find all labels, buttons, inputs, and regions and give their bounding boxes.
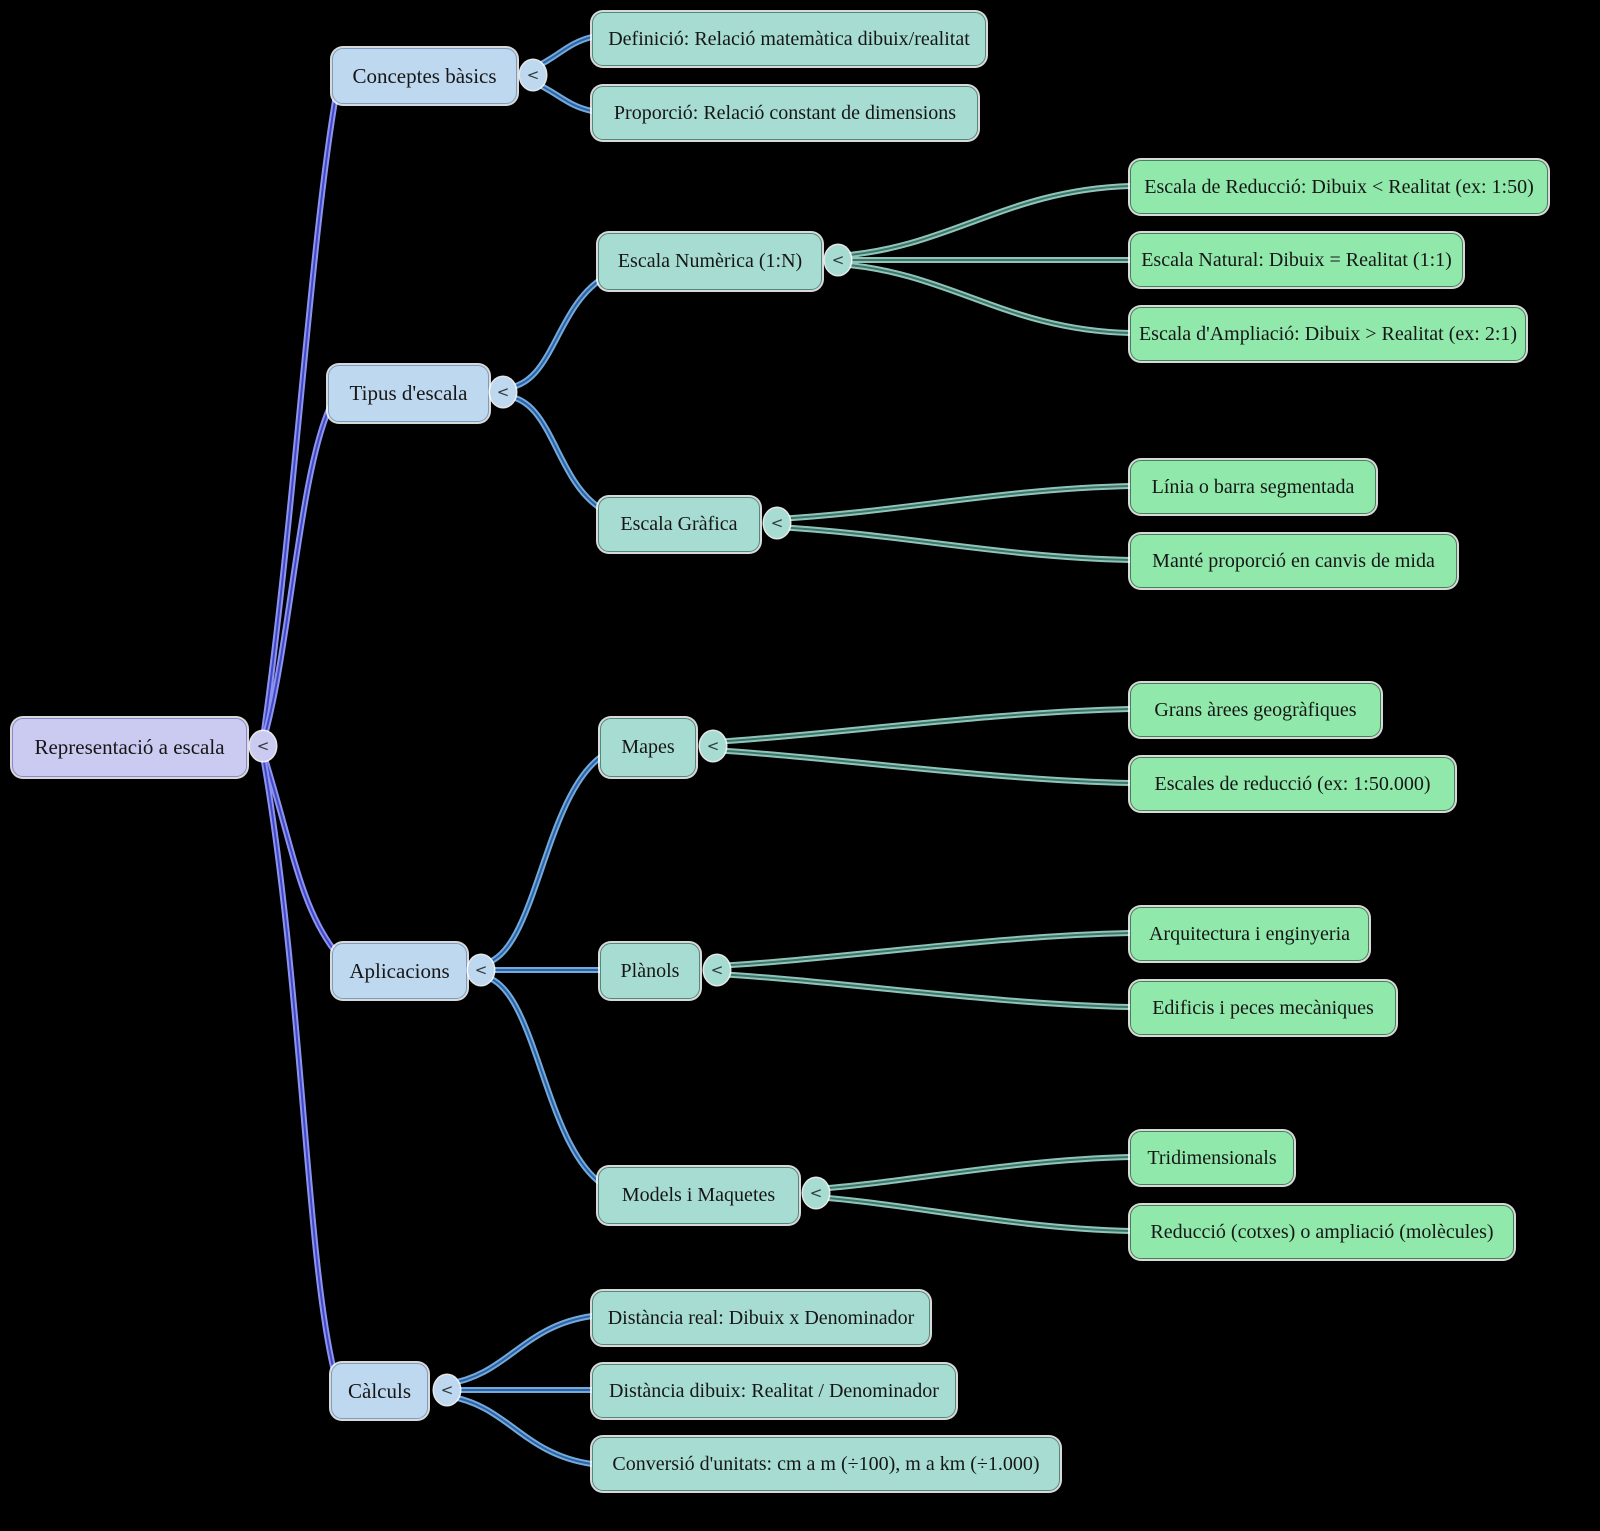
- node-planols: Plànols: [600, 943, 700, 999]
- node-calculs-label: Càlculs: [348, 1378, 411, 1403]
- node-models-i-maquetes-label: Models i Maquetes: [621, 1184, 776, 1206]
- node-edificis-label: Edificis i peces mecàniques: [1152, 996, 1374, 1019]
- node-escala-reduccio-label: Escala de Reducció: Dibuix < Realitat (e…: [1144, 175, 1534, 198]
- node-escales-reduccio: Escales de reducció (ex: 1:50.000): [1130, 757, 1455, 811]
- node-definicio: Definició: Relació matemàtica dibuix/rea…: [592, 12, 986, 66]
- node-edificis: Edificis i peces mecàniques: [1130, 981, 1396, 1035]
- edge-root-aplicacions: [260, 749, 337, 953]
- node-escala-numerica-label: Escala Numèrica (1:N): [617, 250, 803, 272]
- toggle-planols[interactable]: <: [704, 955, 730, 985]
- node-mapes-label: Mapes: [621, 736, 675, 758]
- edge-root-tipus: [260, 404, 333, 745]
- node-linia-barra: Línia o barra segmentada: [1130, 460, 1376, 514]
- node-proporcio-label: Proporció: Relació constant de dimension…: [613, 101, 957, 124]
- edge-mapes-escales: [710, 747, 1133, 786]
- node-tipus-escala-label: Tipus d'escala: [349, 381, 468, 405]
- toggle-representacio-glyph: <: [256, 737, 270, 755]
- edge-tipus-grafica: [500, 393, 603, 511]
- node-grans-arees-label: Grans àrees geogràfiques: [1154, 698, 1357, 721]
- edge-mapes-grans: [710, 706, 1133, 745]
- node-mante-proporcio: Manté proporció en canvis de mida: [1130, 534, 1457, 588]
- node-grans-arees: Grans àrees geogràfiques: [1130, 683, 1381, 737]
- node-conversio-unitats-label: Conversió d'unitats: cm a m (÷100), m a …: [612, 1452, 1040, 1475]
- toggle-aplicacions[interactable]: <: [468, 955, 494, 985]
- toggle-calculs-glyph: <: [440, 1381, 454, 1399]
- node-definicio-label: Definició: Relació matemàtica dibuix/rea…: [608, 27, 970, 50]
- node-escala-natural-label: Escala Natural: Dibuix = Realitat (1:1): [1141, 248, 1452, 271]
- node-escala-grafica: Escala Gràfica: [598, 497, 760, 552]
- node-proporcio: Proporció: Relació constant de dimension…: [592, 86, 978, 140]
- node-escala-ampliacio-label: Escala d'Ampliació: Dibuix > Realitat (e…: [1138, 322, 1518, 345]
- node-tridimensionals: Tridimensionals: [1130, 1131, 1294, 1185]
- toggle-models-i-maquetes[interactable]: <: [803, 1178, 829, 1208]
- toggle-models-glyph: <: [809, 1184, 823, 1202]
- node-conceptes-basics: Conceptes bàsics: [332, 48, 517, 104]
- node-mante-proporcio-label: Manté proporció en canvis de mida: [1152, 549, 1435, 572]
- node-planols-label: Plànols: [620, 959, 680, 982]
- toggle-conceptes-glyph: <: [526, 66, 540, 84]
- edge-calculs-real: [444, 1313, 595, 1387]
- edge-conceptes-proporcio: [530, 79, 595, 114]
- node-arquitectura: Arquitectura i enginyeria: [1130, 907, 1369, 961]
- node-escala-ampliacio: Escala d'Ampliació: Dibuix > Realitat (e…: [1130, 307, 1526, 361]
- node-representacio-a-escala-label: Representació a escala: [34, 735, 225, 759]
- toggle-numerica-glyph: <: [831, 251, 845, 269]
- node-reduccio-ampliacio: Reducció (cotxes) o ampliació (molècules…: [1130, 1205, 1514, 1259]
- toggle-representacio-a-escala[interactable]: <: [250, 731, 276, 761]
- node-escala-numerica: Escala Numèrica (1:N): [598, 233, 822, 290]
- toggle-mapes-glyph: <: [706, 737, 720, 755]
- node-arquitectura-label: Arquitectura i enginyeria: [1148, 922, 1351, 945]
- toggle-tipus-glyph: <: [496, 383, 510, 401]
- node-tridimensionals-label: Tridimensionals: [1147, 1146, 1277, 1169]
- toggle-mapes[interactable]: <: [700, 731, 726, 761]
- edge-numerica-reduccio: [835, 183, 1133, 259]
- node-distancia-real: Distància real: Dibuix x Denominador: [592, 1291, 930, 1345]
- edge-grafica-linia: [774, 483, 1133, 522]
- toggle-escala-numerica[interactable]: <: [825, 245, 851, 275]
- node-conceptes-basics-label: Conceptes bàsics: [352, 63, 497, 88]
- edge-planols-arquitectura: [714, 930, 1133, 969]
- edge-numerica-ampliacio: [835, 261, 1133, 336]
- toggle-escala-grafica[interactable]: <: [764, 508, 790, 538]
- node-tipus-escala: Tipus d'escala: [328, 365, 489, 422]
- node-aplicacions: Aplicacions: [332, 943, 467, 999]
- node-calculs: Càlculs: [331, 1363, 428, 1419]
- node-escala-grafica-label: Escala Gràfica: [620, 513, 738, 535]
- toggle-planols-glyph: <: [710, 961, 724, 979]
- edge-root-calculs: [260, 753, 337, 1374]
- edge-calculs-conversio: [444, 1393, 595, 1467]
- toggle-conceptes-basics[interactable]: <: [520, 60, 546, 90]
- node-aplicacions-label: Aplicacions: [349, 958, 450, 983]
- node-representacio-a-escala: Representació a escala: [12, 718, 247, 777]
- edge-grafica-mante: [774, 524, 1133, 563]
- node-conversio-unitats: Conversió d'unitats: cm a m (÷100), m a …: [592, 1437, 1060, 1491]
- edge-planols-edificis: [714, 971, 1133, 1010]
- edge-root-conceptes: [260, 98, 338, 741]
- node-distancia-dibuix: Distància dibuix: Realitat / Denominador: [592, 1364, 956, 1418]
- node-models-i-maquetes: Models i Maquetes: [598, 1167, 799, 1224]
- node-reduccio-ampliacio-label: Reducció (cotxes) o ampliació (molècules…: [1150, 1220, 1494, 1243]
- node-escala-natural: Escala Natural: Dibuix = Realitat (1:1): [1130, 233, 1463, 287]
- node-escales-reduccio-label: Escales de reducció (ex: 1:50.000): [1154, 772, 1431, 795]
- edge-models-reduccio-ampliacio: [813, 1194, 1133, 1234]
- node-escala-reduccio: Escala de Reducció: Dibuix < Realitat (e…: [1130, 160, 1548, 214]
- edge-models-tridimensionals: [813, 1154, 1133, 1192]
- toggle-grafica-glyph: <: [770, 514, 784, 532]
- toggle-calculs[interactable]: <: [434, 1375, 460, 1405]
- edge-aplicacions-models: [478, 973, 605, 1187]
- node-distancia-dibuix-label: Distància dibuix: Realitat / Denominador: [609, 1379, 939, 1402]
- toggle-tipus-escala[interactable]: <: [490, 377, 516, 407]
- node-distancia-real-label: Distància real: Dibuix x Denominador: [607, 1306, 915, 1329]
- edge-tipus-numerica: [500, 277, 603, 391]
- node-linia-barra-label: Línia o barra segmentada: [1151, 475, 1355, 498]
- edge-aplicacions-mapes: [478, 753, 605, 967]
- node-mapes: Mapes: [600, 718, 696, 777]
- toggle-aplicacions-glyph: <: [474, 961, 488, 979]
